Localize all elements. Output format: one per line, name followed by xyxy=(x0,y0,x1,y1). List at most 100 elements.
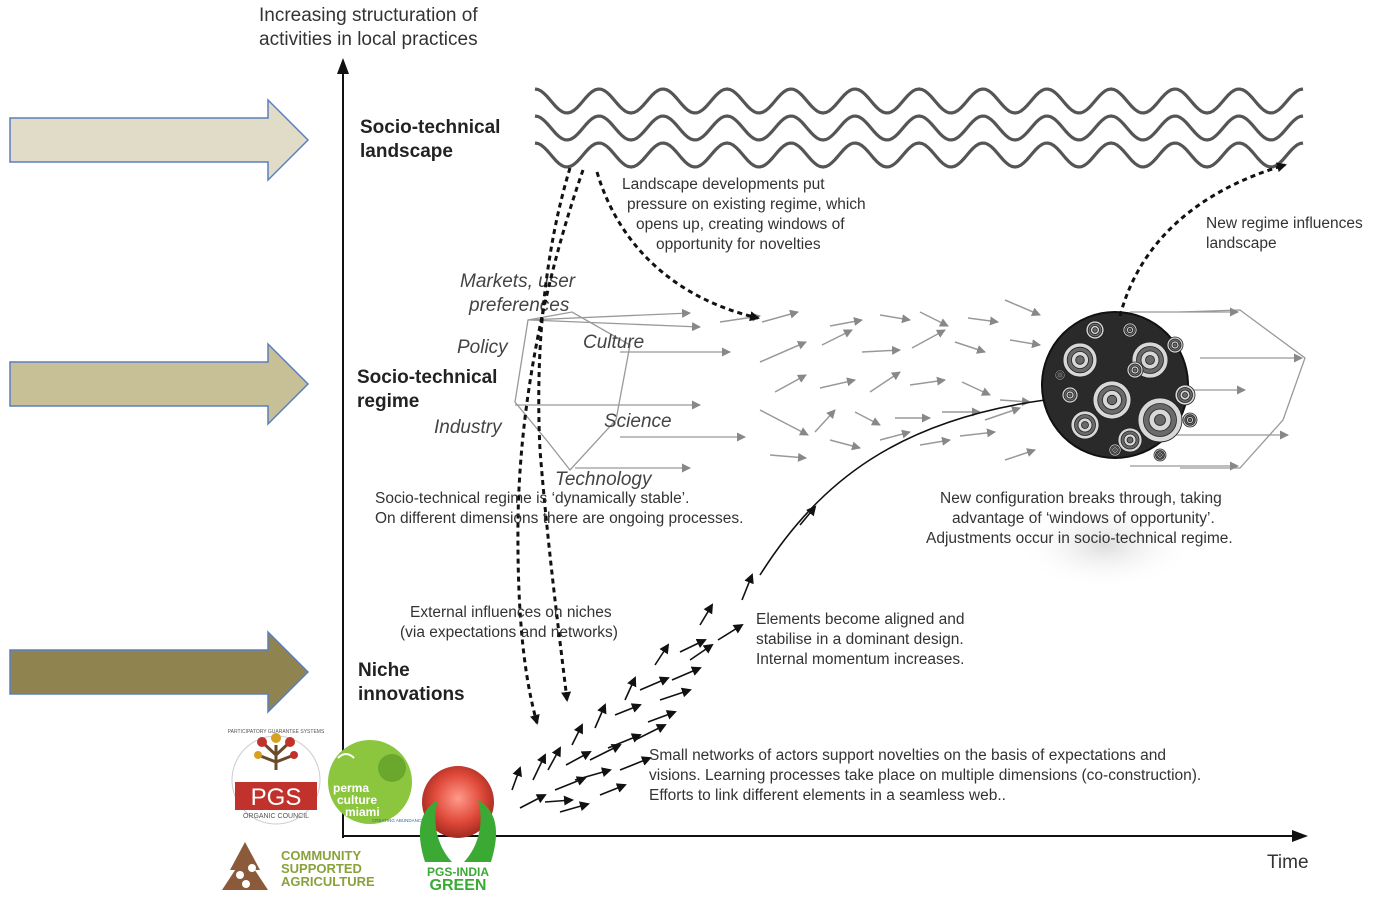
annotation-external-line1: External influences on niches xyxy=(410,604,612,621)
niche-curve-arrowhead xyxy=(799,505,817,526)
niche-network-arrow xyxy=(741,573,754,601)
regime-flow-arrow xyxy=(1004,448,1036,461)
regime-flow-arrow xyxy=(919,311,949,327)
permaculture-miami-logo: perma culture miami CREATING ABUNDANCE xyxy=(328,740,424,824)
niche-network-arrow xyxy=(647,710,677,723)
annotation-small-networks-line1: Small networks of actors support novelti… xyxy=(649,747,1166,764)
permaculture-logo-line3: miami xyxy=(345,805,380,819)
regime-flow-arrow xyxy=(961,381,991,396)
niche-network-arrow xyxy=(639,676,670,691)
niche-network-arrow xyxy=(614,703,642,716)
inner-ring xyxy=(1187,417,1193,423)
pgs-india-green-logo: PGS-INDIA GREEN xyxy=(419,766,497,894)
regime-flow-arrow xyxy=(759,409,809,436)
annotation-new-regime-line1: New regime influences xyxy=(1206,215,1363,232)
niche-network-arrow xyxy=(619,756,652,771)
landscape-level-arrow xyxy=(9,98,310,182)
inner-ring xyxy=(1113,448,1117,452)
niche-network-arrow xyxy=(594,703,607,729)
niche-title-line1: Niche xyxy=(358,660,410,681)
permaculture-logo-tagline: CREATING ABUNDANCE xyxy=(372,818,424,823)
y-axis-label-line1: Increasing structuration of xyxy=(259,5,478,26)
annotation-aligned-line2: stabilise in a dominant design. xyxy=(756,631,964,648)
inner-ring xyxy=(1154,414,1166,426)
new-regime-web xyxy=(1130,307,1306,471)
x-axis-arrowhead xyxy=(1292,830,1308,842)
dimension-science: Science xyxy=(604,411,672,432)
niche-network-arrow xyxy=(599,783,627,796)
niche-network-arrow xyxy=(717,623,744,641)
landscape-wave-2 xyxy=(534,114,1304,142)
regime-flow-arrow xyxy=(819,377,856,389)
y-axis-arrowhead xyxy=(337,58,349,74)
annotation-aligned-line1: Elements become aligned and xyxy=(756,611,965,628)
landscape-title-line1: Socio-technical xyxy=(360,117,500,138)
regime-flow-arrow xyxy=(1004,299,1041,316)
annotation-small-networks-line2: visions. Learning processes take place o… xyxy=(649,767,1201,784)
annotation-breakthrough-line1: New configuration breaks through, taking xyxy=(940,490,1222,507)
pgs-organic-council-logo: PGS ORGANIC COUNCIL PARTICIPATORY GUARAN… xyxy=(228,729,325,825)
regime-to-landscape-arrow xyxy=(1118,162,1287,317)
axes: Increasing structuration of activities i… xyxy=(259,5,1309,873)
inner-ring xyxy=(1081,421,1089,429)
regime-flow-arrow xyxy=(821,329,853,346)
dimension-industry: Industry xyxy=(434,417,503,438)
permaculture-logo-line2: culture xyxy=(337,793,377,807)
annotation-external-line2: (via expectations and networks) xyxy=(400,624,618,641)
niche-level-arrow xyxy=(9,630,310,714)
annotation-landscape-line4: opportunity for novelties xyxy=(656,236,821,253)
annotation-small-networks-line3: Efforts to link different elements in a … xyxy=(649,787,1006,804)
niche-network-arrow xyxy=(554,776,587,791)
level-arrows xyxy=(9,98,310,714)
annotation-regime-stable-line2: On different dimensions there are ongoin… xyxy=(375,510,744,527)
niche-title-line2: innovations xyxy=(358,684,465,705)
dimension-technology: Technology xyxy=(555,469,653,490)
niche-to-breakthrough-curve xyxy=(759,399,1046,576)
regime-title-line2: regime xyxy=(357,391,419,412)
regime-flow-arrow xyxy=(879,314,911,324)
inner-ring xyxy=(1132,367,1138,373)
annotation-breakthrough-line2: advantage of ‘windows of opportunity’. xyxy=(952,510,1215,527)
niche-network-arrow xyxy=(654,643,670,666)
annotation-landscape-line2: pressure on existing regime, which xyxy=(627,196,866,213)
niche-network-arrow xyxy=(624,676,637,701)
dimension-markets-line2: preferences xyxy=(468,295,570,316)
pgs-logo-text: PGS xyxy=(251,784,302,811)
regime-flow-arrow xyxy=(984,406,1021,421)
niche-network-arrow xyxy=(544,795,574,806)
csa-logo-line2: SUPPORTED xyxy=(281,861,362,876)
niche-network-arrow xyxy=(671,666,702,681)
landscape-influence-arrows xyxy=(516,162,1287,725)
landscape-to-regime-arrow xyxy=(595,171,760,322)
dimension-markets-line1: Markets, user xyxy=(460,271,576,292)
niche-network-arrow xyxy=(699,603,714,626)
landscape-waves xyxy=(534,87,1304,169)
niche-network-arrow xyxy=(571,723,583,746)
csa-logo-line3: AGRICULTURE xyxy=(281,874,375,889)
niche-network-arrows xyxy=(511,505,817,813)
regime-flow-arrow xyxy=(999,396,1031,406)
regime-flow-arrow xyxy=(919,436,951,446)
regime-flow-arrow xyxy=(959,428,996,438)
niche-network-arrow xyxy=(607,733,642,749)
niche-network-arrow xyxy=(679,638,707,653)
community-supported-agriculture-logo: COMMUNITY SUPPORTED AGRICULTURE xyxy=(222,842,375,890)
regime-flow-arrow xyxy=(774,374,807,393)
niche-network-arrow xyxy=(565,751,592,766)
annotation-landscape-line1: Landscape developments put xyxy=(622,176,825,193)
landscape-wave-1 xyxy=(534,87,1304,115)
annotation-new-regime-line2: landscape xyxy=(1206,235,1277,252)
niche-network-arrow xyxy=(511,766,522,791)
annotation-breakthrough-line3: Adjustments occur in socio-technical reg… xyxy=(926,530,1233,547)
landscape-to-niche-arrow-1 xyxy=(516,169,585,725)
pgs-logo-ring-text: PARTICIPATORY GUARANTEE SYSTEMS xyxy=(228,729,325,735)
landscape-wave-3 xyxy=(534,141,1304,169)
regime-flow-arrow xyxy=(769,452,807,462)
csa-logo-line1: COMMUNITY xyxy=(281,848,361,863)
dimension-policy: Policy xyxy=(457,337,509,358)
annotation-aligned-line3: Internal momentum increases. xyxy=(756,651,964,668)
inner-ring xyxy=(1106,394,1118,406)
inner-ring xyxy=(1127,327,1133,333)
permaculture-logo-line1: perma xyxy=(333,781,369,795)
